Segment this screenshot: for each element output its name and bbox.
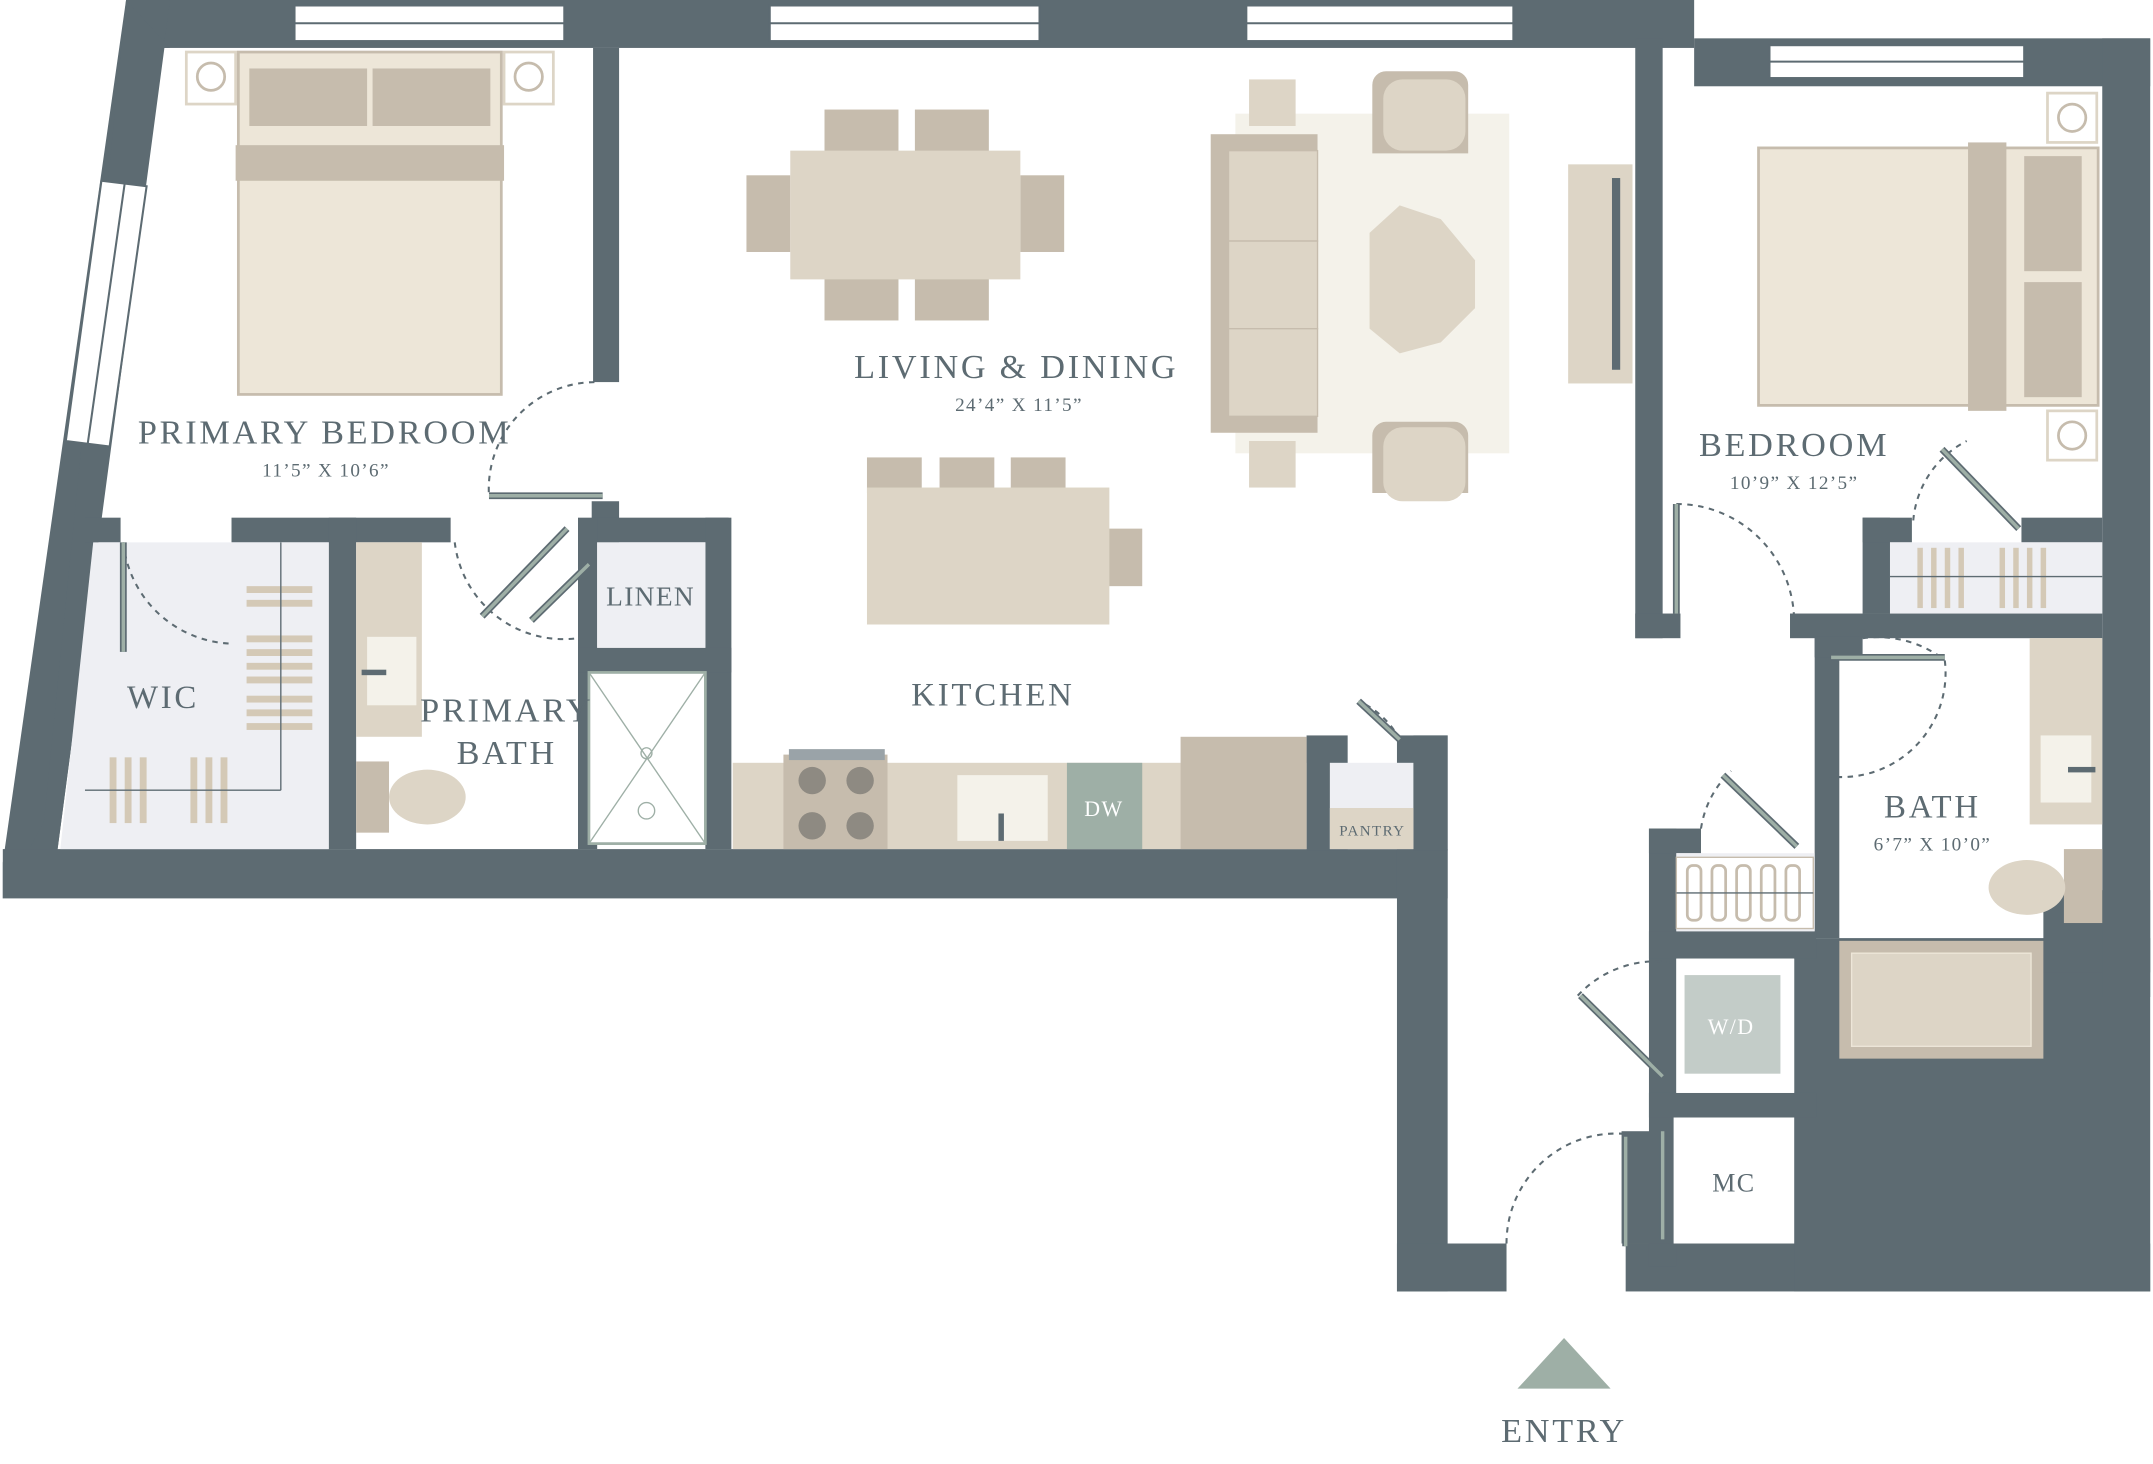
primary-bedroom-label: PRIMARY BEDROOM bbox=[138, 414, 512, 452]
lamp-icon bbox=[195, 61, 227, 92]
primary-bath-fixtures bbox=[356, 542, 707, 845]
bedroom-label: BEDROOM bbox=[1699, 426, 1889, 464]
wic-label: WIC bbox=[127, 680, 199, 716]
linen-label: LINEN bbox=[606, 581, 695, 611]
bath-dims: 6’7” X 10’0” bbox=[1874, 834, 1992, 855]
room-labels: PRIMARY BEDROOM 11’5” X 10’6” LIVING & D… bbox=[127, 348, 1992, 1450]
dishwasher-label: DW bbox=[1084, 796, 1123, 821]
primary-bedroom-dims: 11’5” X 10’6” bbox=[262, 461, 390, 482]
primary-bath-label-line1: PRIMARY bbox=[420, 692, 593, 730]
mc-label: MC bbox=[1712, 1168, 1755, 1197]
washer-dryer-label: W/D bbox=[1708, 1014, 1755, 1039]
dining-table bbox=[746, 109, 1065, 321]
secondary-bed bbox=[1757, 91, 2100, 462]
pantry-label: PANTRY bbox=[1339, 823, 1405, 839]
living-dining-label: LIVING & DINING bbox=[854, 348, 1178, 386]
entry-label: ENTRY bbox=[1501, 1412, 1627, 1450]
bedroom-closet-shelving bbox=[1917, 547, 2047, 609]
living-dining-dims: 24’4” X 11’5” bbox=[955, 395, 1083, 416]
window-icon bbox=[64, 4, 2026, 448]
primary-bath-label-line2: BATH bbox=[457, 734, 557, 772]
living-area bbox=[1210, 71, 1633, 502]
kitchen-label: KITCHEN bbox=[911, 677, 1074, 713]
bath-fixtures bbox=[1673, 638, 2103, 1244]
bath-label: BATH bbox=[1884, 790, 1981, 826]
kitchen-island bbox=[866, 457, 1143, 625]
kitchen-counter bbox=[732, 736, 1414, 850]
walls bbox=[2, 0, 2151, 1292]
primary-bed bbox=[184, 50, 555, 396]
bedroom-dims: 10’9” X 12’5” bbox=[1730, 473, 1858, 494]
entry-arrow-icon bbox=[1517, 1338, 1611, 1389]
